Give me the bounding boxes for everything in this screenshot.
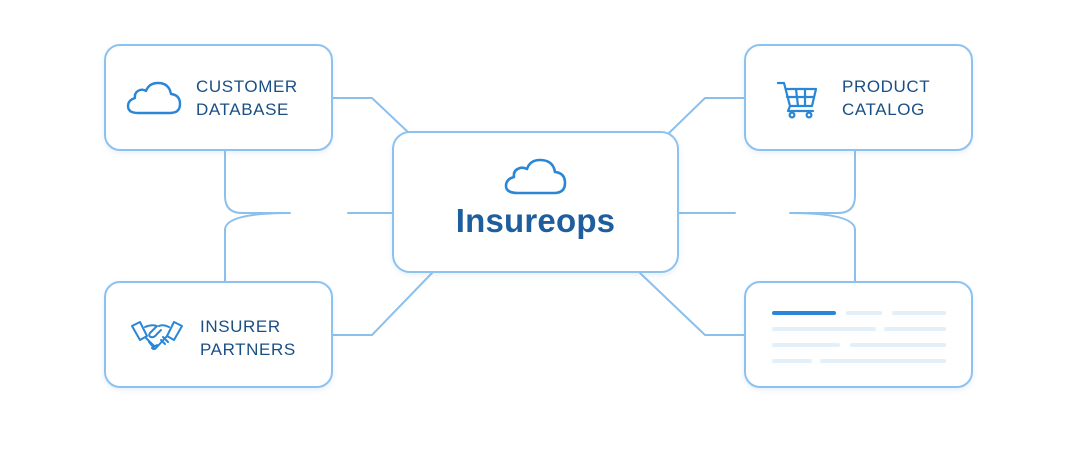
handshake-icon: [131, 321, 183, 350]
shopping-cart-icon: [776, 81, 818, 119]
cloud-icon: [504, 158, 567, 195]
connector-customer-center: [332, 97, 411, 135]
connector-right-loop: [678, 150, 856, 282]
insureops-hub-node[interactable]: Insureops: [392, 131, 679, 273]
placeholder-bar: [820, 359, 946, 363]
customer-database-line2: DATABASE: [196, 100, 289, 119]
report-node[interactable]: [744, 281, 973, 388]
product-catalog-label: PRODUCT CATALOG: [842, 75, 930, 121]
customer-database-node[interactable]: CUSTOMER DATABASE: [104, 44, 333, 151]
product-catalog-line2: CATALOG: [842, 100, 925, 119]
product-catalog-line1: PRODUCT: [842, 77, 931, 96]
insurer-partners-line2: PARTNERS: [200, 340, 296, 359]
placeholder-bar: [772, 359, 812, 363]
insurer-partners-line1: INSURER: [200, 317, 281, 336]
placeholder-bar: [892, 311, 946, 315]
cloud-icon: [126, 81, 182, 115]
connector-insurer-center: [332, 272, 433, 336]
placeholder-bar: [884, 327, 946, 331]
placeholder-bar: [846, 311, 882, 315]
customer-database-line1: CUSTOMER: [196, 77, 298, 96]
insurer-partners-node[interactable]: INSURER PARTNERS: [104, 281, 333, 388]
placeholder-bar: [772, 343, 840, 347]
connector-product-center: [667, 97, 745, 135]
customer-database-label: CUSTOMER DATABASE: [196, 75, 298, 121]
hub-title: Insureops: [455, 202, 616, 239]
product-catalog-node[interactable]: PRODUCT CATALOG: [744, 44, 973, 151]
placeholder-bar: [850, 343, 946, 347]
document-lines-icon: [746, 283, 971, 386]
connector-left-loop: [224, 150, 393, 282]
placeholder-bar: [772, 327, 876, 331]
connector-report-center: [639, 272, 745, 336]
accent-bar: [772, 311, 836, 315]
insurer-partners-label: INSURER PARTNERS: [200, 315, 296, 361]
